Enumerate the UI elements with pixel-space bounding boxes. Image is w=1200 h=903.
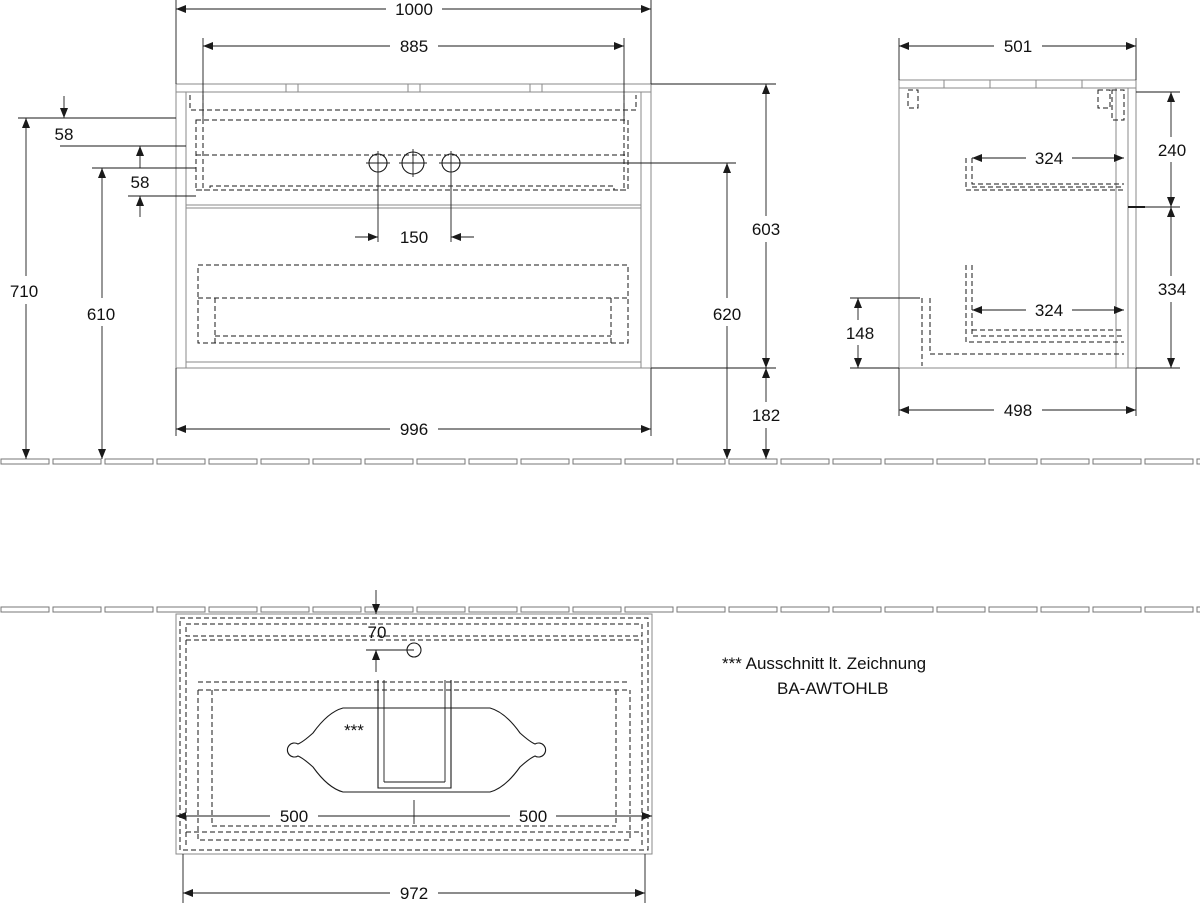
basin-cutout-shape — [286, 707, 547, 793]
siphon-box — [377, 680, 452, 789]
top-cabinet-outline — [175, 613, 653, 855]
dim-drawer2-depth: 324 — [1035, 301, 1063, 320]
floor-line-top — [0, 458, 1200, 465]
dim-offset-top-b: 58 — [131, 173, 150, 192]
tap-hole-center — [399, 149, 427, 177]
dim-height-tap: 610 — [87, 305, 115, 324]
cutout-marker: *** — [344, 721, 364, 740]
dim-offset-back: 70 — [368, 623, 387, 642]
side-lower-drawer — [965, 265, 1124, 343]
dim-height-lower: 334 — [1158, 280, 1186, 299]
side-countertop — [898, 79, 1137, 89]
dim-height-body: 603 — [752, 220, 780, 239]
top-view: *** 70 500 500 972 — [175, 590, 653, 903]
side-view: 501 498 324 324 240 334 148 — [846, 37, 1186, 420]
side-upper-drawer — [965, 158, 1124, 191]
cutout-note-line2: BA-AWTOHLB — [777, 679, 889, 698]
dim-offset-top-a: 58 — [55, 125, 74, 144]
dim-width-body: 996 — [400, 420, 428, 439]
dim-half-right: 500 — [519, 807, 547, 826]
tap-hole-left — [366, 151, 390, 175]
cutout-note-line1: *** Ausschnitt lt. Zeichnung — [722, 654, 927, 673]
upper-drawer-hidden — [189, 95, 637, 111]
dim-depth-bottom: 498 — [1004, 401, 1032, 420]
top-drawer-outline — [197, 690, 631, 841]
dim-width-overall: 1000 — [395, 0, 433, 19]
lower-drawer-hidden — [197, 264, 629, 344]
dim-height-siphon: 148 — [846, 324, 874, 343]
dim-depth-top: 501 — [1004, 37, 1032, 56]
side-cabinet-body — [898, 87, 1137, 369]
tap-hole-right — [439, 151, 463, 175]
front-view: 150 1000 885 996 58 58 710 — [10, 0, 780, 459]
dim-drawer1-depth: 324 — [1035, 149, 1063, 168]
front-cabinet-body — [175, 91, 652, 369]
dim-height-upper: 240 — [1158, 141, 1186, 160]
dim-width-total: 972 — [400, 884, 428, 903]
dim-width-inner: 885 — [400, 37, 428, 56]
dim-height-feet: 182 — [752, 406, 780, 425]
dim-tap-spacing: 150 — [400, 228, 428, 247]
front-countertop — [175, 83, 652, 93]
dim-height-total: 710 — [10, 282, 38, 301]
dim-half-left: 500 — [280, 807, 308, 826]
dim-height-floor: 620 — [713, 305, 741, 324]
floor-line-bottom — [0, 606, 1200, 613]
